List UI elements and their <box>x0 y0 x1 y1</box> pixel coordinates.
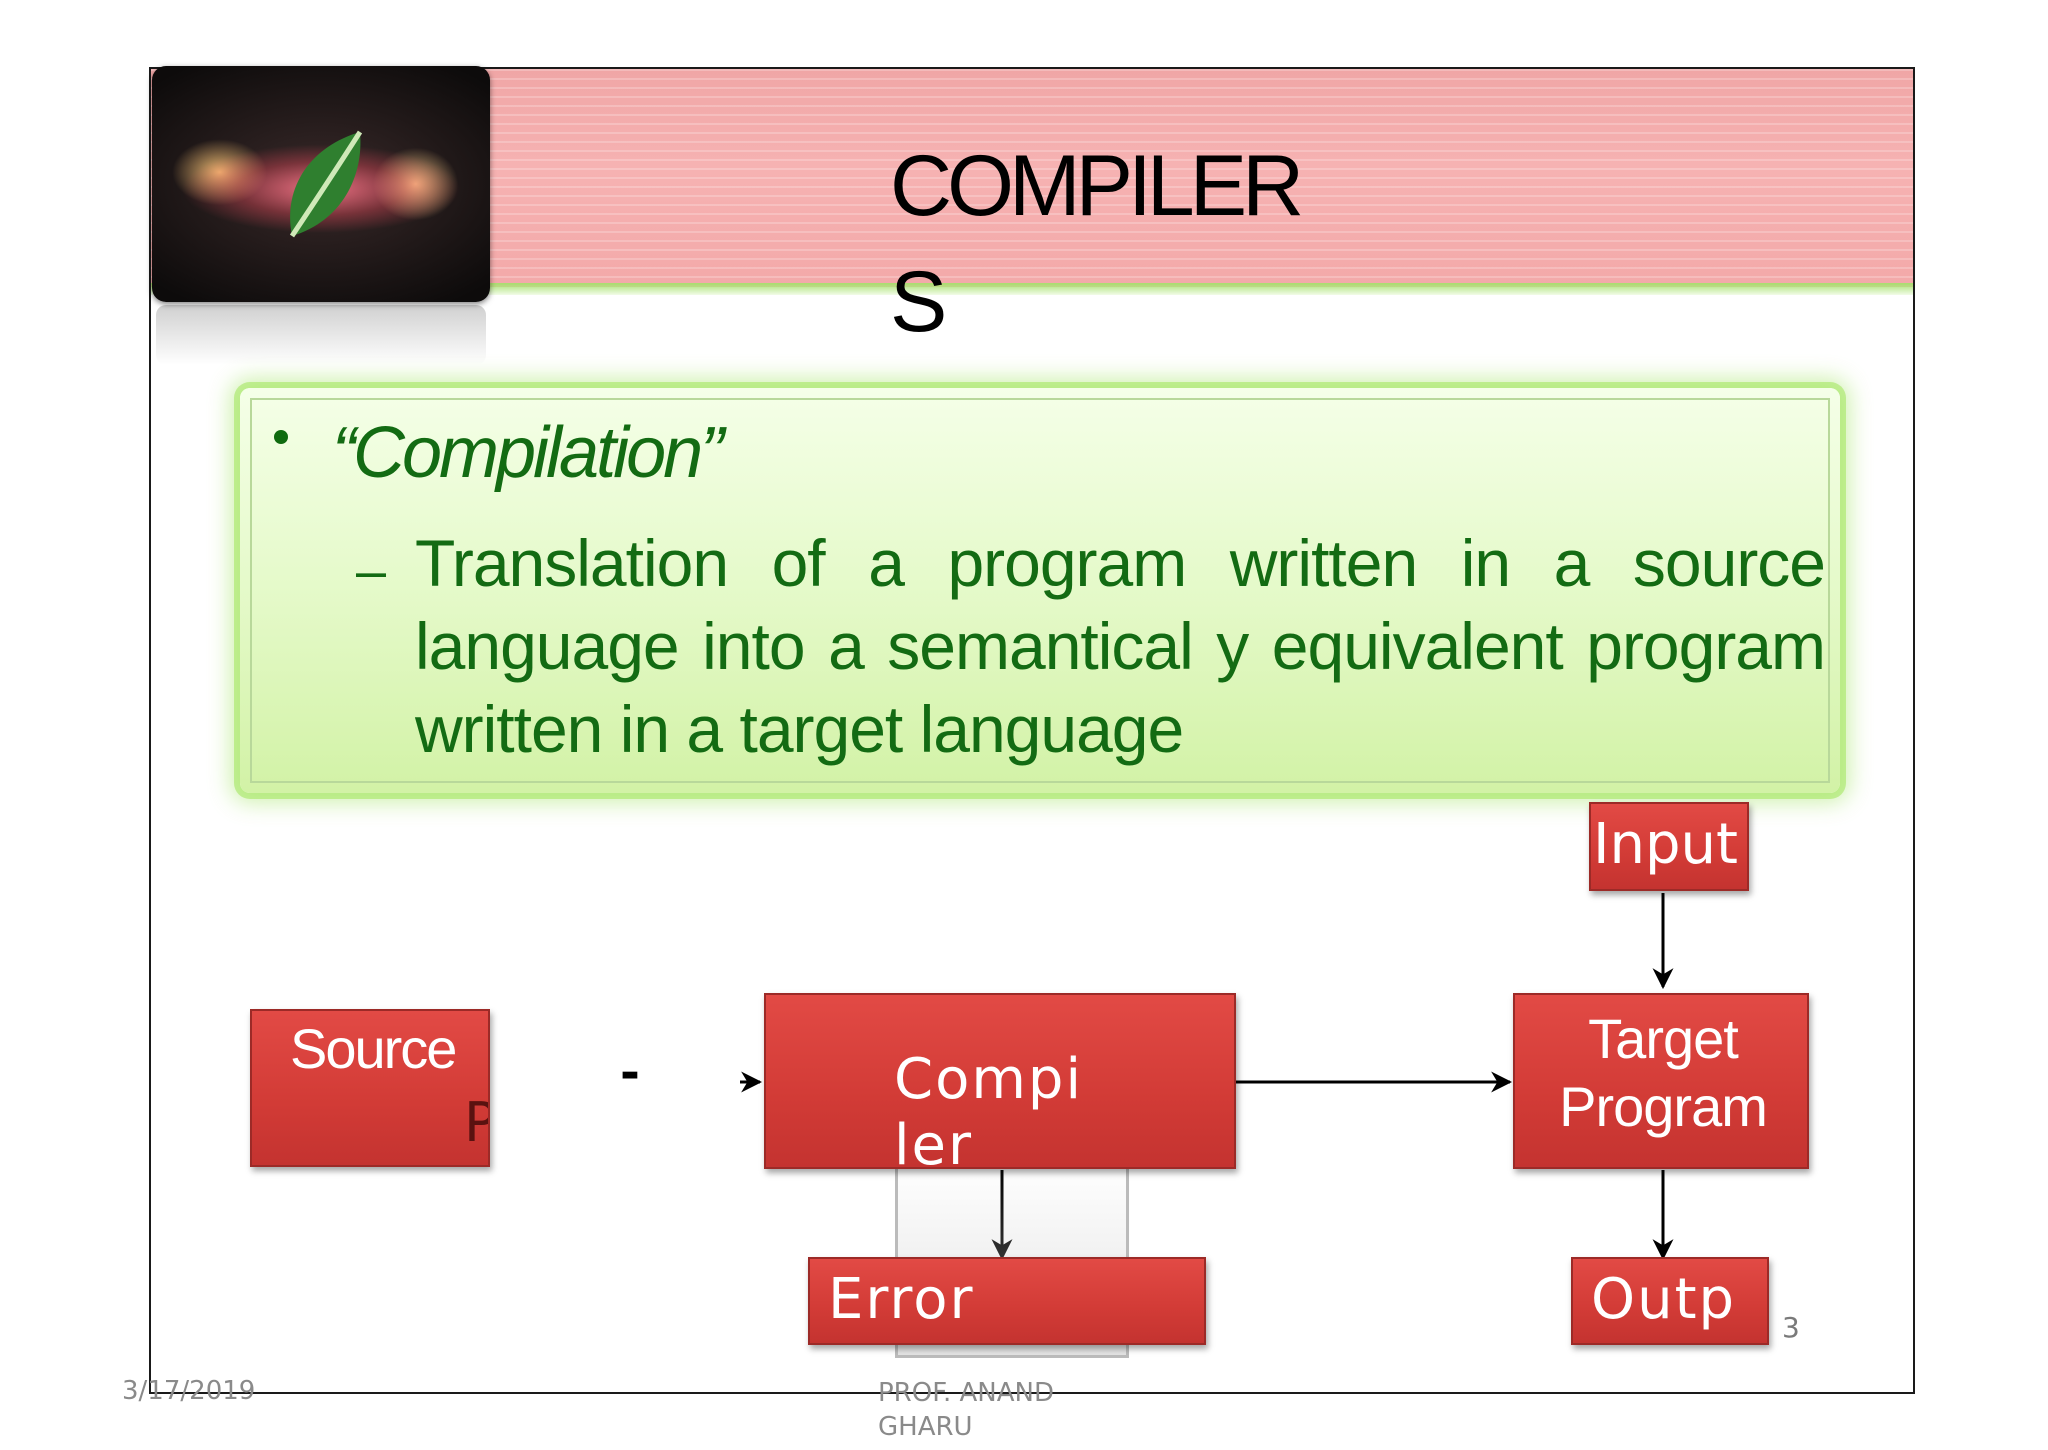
source-label: Source <box>290 1017 457 1080</box>
sub-bullet-dash: – <box>356 541 387 601</box>
logo-reflection <box>156 305 486 365</box>
input-label: Input <box>1593 812 1739 877</box>
stray-dash: - <box>620 1045 640 1101</box>
definition-text: Translation of a program written in a so… <box>415 526 1826 766</box>
source-overflow-label: P <box>464 1091 488 1154</box>
compiler-label: Compiler <box>894 1047 1084 1169</box>
bullet-heading: “Compilation” <box>332 413 724 493</box>
compiler-box: Compiler <box>764 993 1236 1169</box>
output-label: Outp <box>1591 1267 1737 1332</box>
definition-box <box>240 388 1840 793</box>
output-box: Outp <box>1571 1257 1769 1345</box>
target-label: Target Program <box>1559 1007 1768 1138</box>
source-program-box: Source P <box>250 1009 490 1167</box>
footer-date: 3/17/2019 <box>122 1376 256 1406</box>
title-band-accent <box>151 283 1913 295</box>
leaf-icon <box>289 130 363 238</box>
bullet-icon <box>274 430 288 444</box>
footer-author: PROF. ANAND GHARU <box>878 1378 1055 1442</box>
slide-title: COMPILERS <box>890 138 1304 350</box>
error-box: Error <box>808 1257 1206 1345</box>
input-box: Input <box>1589 802 1749 891</box>
page-number: 3 <box>1782 1311 1800 1344</box>
target-program-box: Target Program <box>1513 993 1809 1169</box>
logo-image <box>152 66 490 302</box>
error-label: Error <box>828 1267 975 1332</box>
